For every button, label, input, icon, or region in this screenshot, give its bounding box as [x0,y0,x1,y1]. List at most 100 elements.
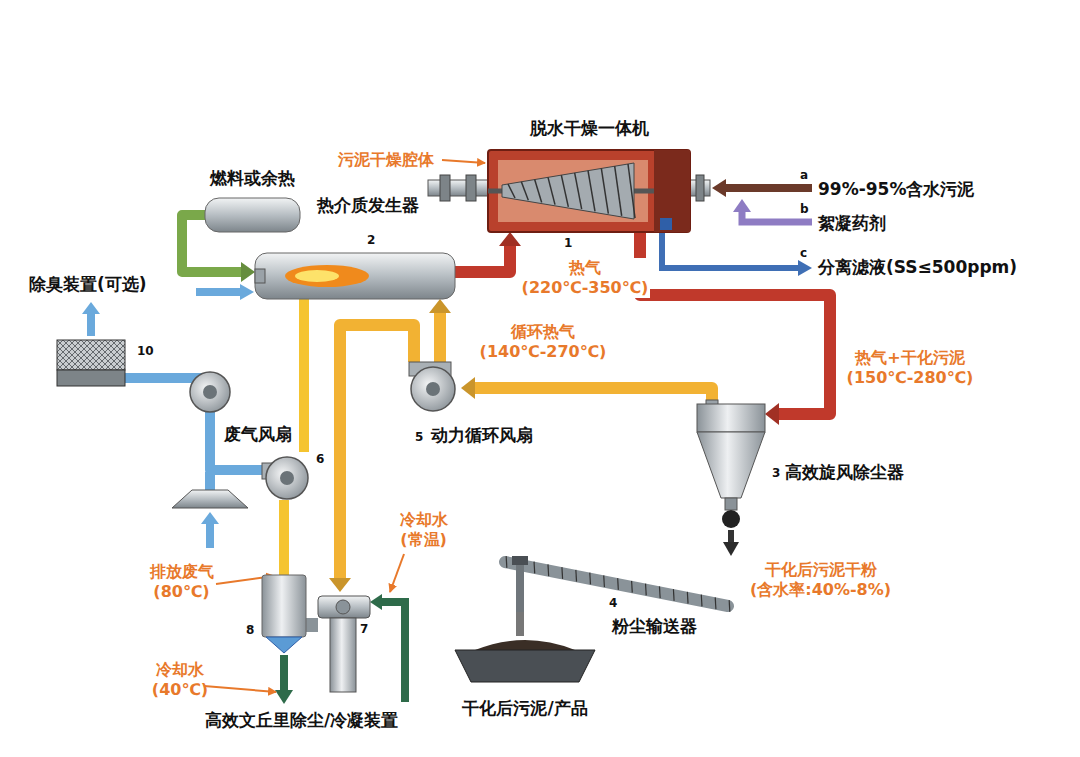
screw-flight [628,164,635,218]
sludge-pile [475,640,575,650]
flow-label: 干化后污泥干粉 (含水率:40%-8%) [748,560,893,600]
circulation-fan: 5动力循环风扇 [405,362,461,412]
outlet-block [660,218,672,230]
heat-generator: 热介质发生器2 [255,253,455,299]
node-shape [697,400,765,530]
fan-hub [426,382,440,396]
extraction-hood [172,490,248,508]
fan-hub [280,471,294,485]
coupling-ring [696,175,704,201]
screw-flight [506,556,508,568]
burner-stub [255,269,265,283]
callout-number: 1 [564,236,572,251]
node-shape [455,636,595,682]
air-inlet-arrow [196,288,240,296]
screw-flight [659,586,661,598]
node-shape [262,575,306,653]
water-outlet-pipe [280,655,288,690]
node-shape [318,592,370,692]
sludge-inlet-arrow [724,184,812,192]
screw-cone [502,163,634,219]
cyclone-separator: 3高效旋风除尘器 [697,400,765,530]
blower-hub [203,385,217,399]
filter-mesh [57,340,125,370]
deodorizer: 除臭装置(可选)10 [57,340,125,386]
pipe-connector [728,530,734,542]
callout-number: 4 [609,596,617,611]
screw-flight [645,584,647,596]
callout-number: 7 [360,622,368,637]
clean-air-arrow [87,314,95,336]
filtrate-arrow [662,232,798,268]
flow-label: 排放废气 (80℃) [148,562,215,602]
screw-flight [588,171,595,212]
condenser: 7 [318,592,370,692]
dewatering-dryer: 脱水干燥一体机1 [488,150,690,232]
pipe-connector [455,246,510,272]
coupling-ring [466,175,476,201]
filter-base [57,370,125,386]
cyclone-neck [725,498,737,510]
leader-line [442,160,485,163]
screw-flight [601,168,608,213]
component-label: 脱水干燥一体机 [530,118,649,139]
screw-flight [617,578,619,590]
condenser-nozzle [336,600,350,614]
letter-tag: b [800,202,809,217]
input-label: 99%-95%含水污泥 [818,179,974,200]
screw-flight [729,600,731,612]
node-shape [205,198,300,232]
callout-number: 5 [415,430,423,445]
vertical-screw [516,560,524,612]
component-label: 高效旋风除尘器 [785,462,904,483]
node-shape [500,556,736,612]
component-label: 动力循环风扇 [431,425,533,446]
product-bin: 干化后污泥/产品 [455,636,595,682]
water-funnel [266,637,302,653]
letter-tag: a [800,168,808,183]
callout-number: 10 [137,344,154,359]
product-bin-body [455,650,595,682]
arrow-head [275,690,293,704]
component-label: 除臭装置(可选) [29,274,147,295]
flow-label: 循环热气 (140℃-270℃) [478,322,608,362]
dryer-housing [488,150,690,232]
screw-flight [687,592,689,604]
node-shape [488,150,690,232]
fan-casing [266,457,308,499]
callout-number: 8 [246,623,254,638]
venturi-tower [262,575,306,637]
arrow-head [82,302,100,314]
generator-shell [255,253,455,299]
flow-label: 热气 (220℃-350℃) [520,258,650,298]
flow-label: 热气+干化污泥 (150℃-280℃) [845,348,975,388]
screw-flight [508,184,515,198]
screw-flight [548,177,555,204]
callout-number: 2 [367,233,375,248]
hood-duct [205,472,215,490]
intake-arrow [206,524,214,548]
shaft-coupling [428,180,488,196]
screw-flight [561,567,563,579]
rotary-valve [722,510,740,528]
flame-core [295,270,339,282]
arrow-head [712,179,726,197]
pipe-connector [299,299,309,452]
flow-label: 冷却水 (40℃) [150,660,210,700]
part-label: 污泥干燥腔体 [338,150,434,170]
arrow-head [240,284,254,300]
arrow-head [370,594,382,610]
fuel-tank-body [205,198,300,232]
callout-number: 6 [316,452,324,467]
screw-flight [521,182,528,200]
node-shape [262,452,312,500]
flame [285,265,369,287]
component-label: 热介质发生器 [317,195,419,216]
pipe-connector [306,618,318,632]
screw-flight [715,597,717,609]
node-shape [405,362,461,412]
component-label: 干化后污泥/产品 [462,698,587,719]
condenser-column [330,618,356,692]
